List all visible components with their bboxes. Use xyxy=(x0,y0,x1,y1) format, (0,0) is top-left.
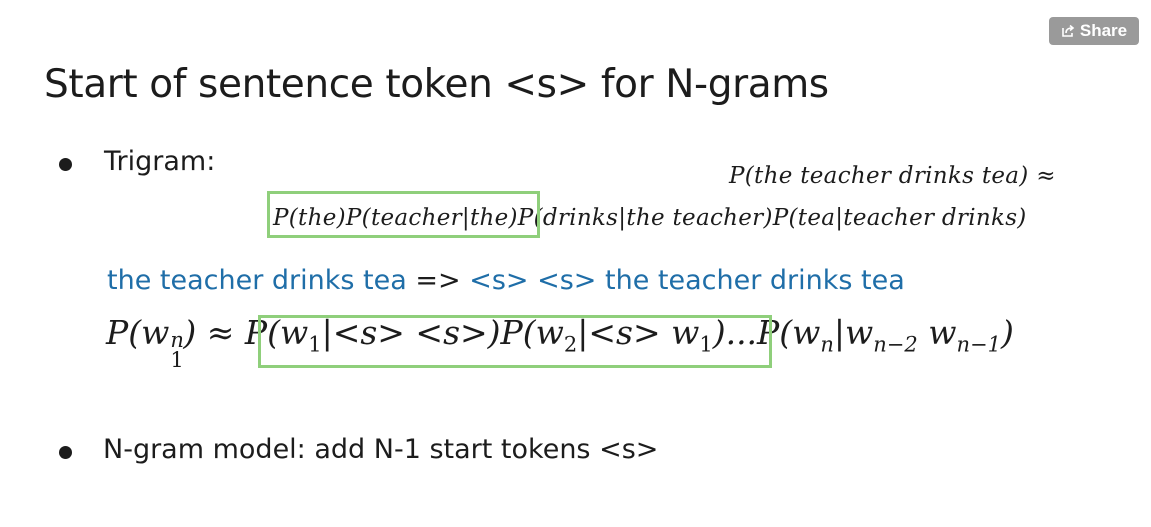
bullet-ngram-model: N-gram model: add N-1 start tokens <s> xyxy=(103,434,659,465)
formula-rest-close: ) xyxy=(1001,313,1014,352)
share-button[interactable]: Share xyxy=(1049,17,1139,45)
formula-boxed-sub3: 1 xyxy=(699,332,713,357)
formula-lhs-sup: n xyxy=(170,328,184,352)
example-padded: <s> <s> the teacher drinks tea xyxy=(469,265,905,296)
example-original: the teacher drinks tea xyxy=(107,265,407,296)
bullet-dot-2 xyxy=(59,446,72,459)
formula-rest-sub3: n−1 xyxy=(956,332,1001,357)
formula-boxed-close: ) xyxy=(712,313,726,352)
formula-boxed-sub1: 1 xyxy=(308,332,322,357)
formula-rest1: ...P(w xyxy=(725,313,821,352)
formula-rest3: w xyxy=(917,313,957,352)
formula-approx: ≈ xyxy=(206,313,235,352)
bullet-dot-1 xyxy=(59,158,72,171)
trigram-expansion-line: P(the)P(teacher|the)P(drinks|the teacher… xyxy=(273,205,1027,231)
share-icon xyxy=(1061,24,1075,38)
formula-rest-sub1: n xyxy=(820,332,834,357)
formula-rest2: |w xyxy=(833,313,874,352)
example-arrow: => xyxy=(406,265,470,296)
trigram-highlight-box xyxy=(267,191,540,238)
formula-lhs-p: P( xyxy=(106,313,142,352)
formula-lhs-w: w xyxy=(141,313,170,352)
formula-boxed-part1: P(w xyxy=(244,313,309,352)
padding-example: the teacher drinks tea => <s> <s> the te… xyxy=(107,265,905,296)
formula-lhs-sub: 1 xyxy=(170,348,184,372)
ngram-highlight-box xyxy=(258,315,772,368)
bullet-trigram: Trigram: xyxy=(104,146,216,177)
formula-boxed-sub2: 2 xyxy=(563,332,578,357)
formula-boxed-part3: |<s> w xyxy=(577,313,700,352)
trigram-remaining-terms: P(drinks|the teacher)P(tea|teacher drink… xyxy=(517,205,1027,231)
formula-boxed-part2: |<s> <s>)P(w xyxy=(321,313,564,352)
formula-lhs-close: ) xyxy=(183,313,197,352)
trigram-boxed-terms: P(the)P(teacher|the) xyxy=(273,205,518,231)
slide-title: Start of sentence token <s> for N-grams xyxy=(44,62,829,107)
formula-rest-sub2: n−2 xyxy=(873,332,918,357)
share-label: Share xyxy=(1079,21,1128,40)
trigram-probability-line: P(the teacher drinks tea) ≈ xyxy=(729,163,1056,189)
